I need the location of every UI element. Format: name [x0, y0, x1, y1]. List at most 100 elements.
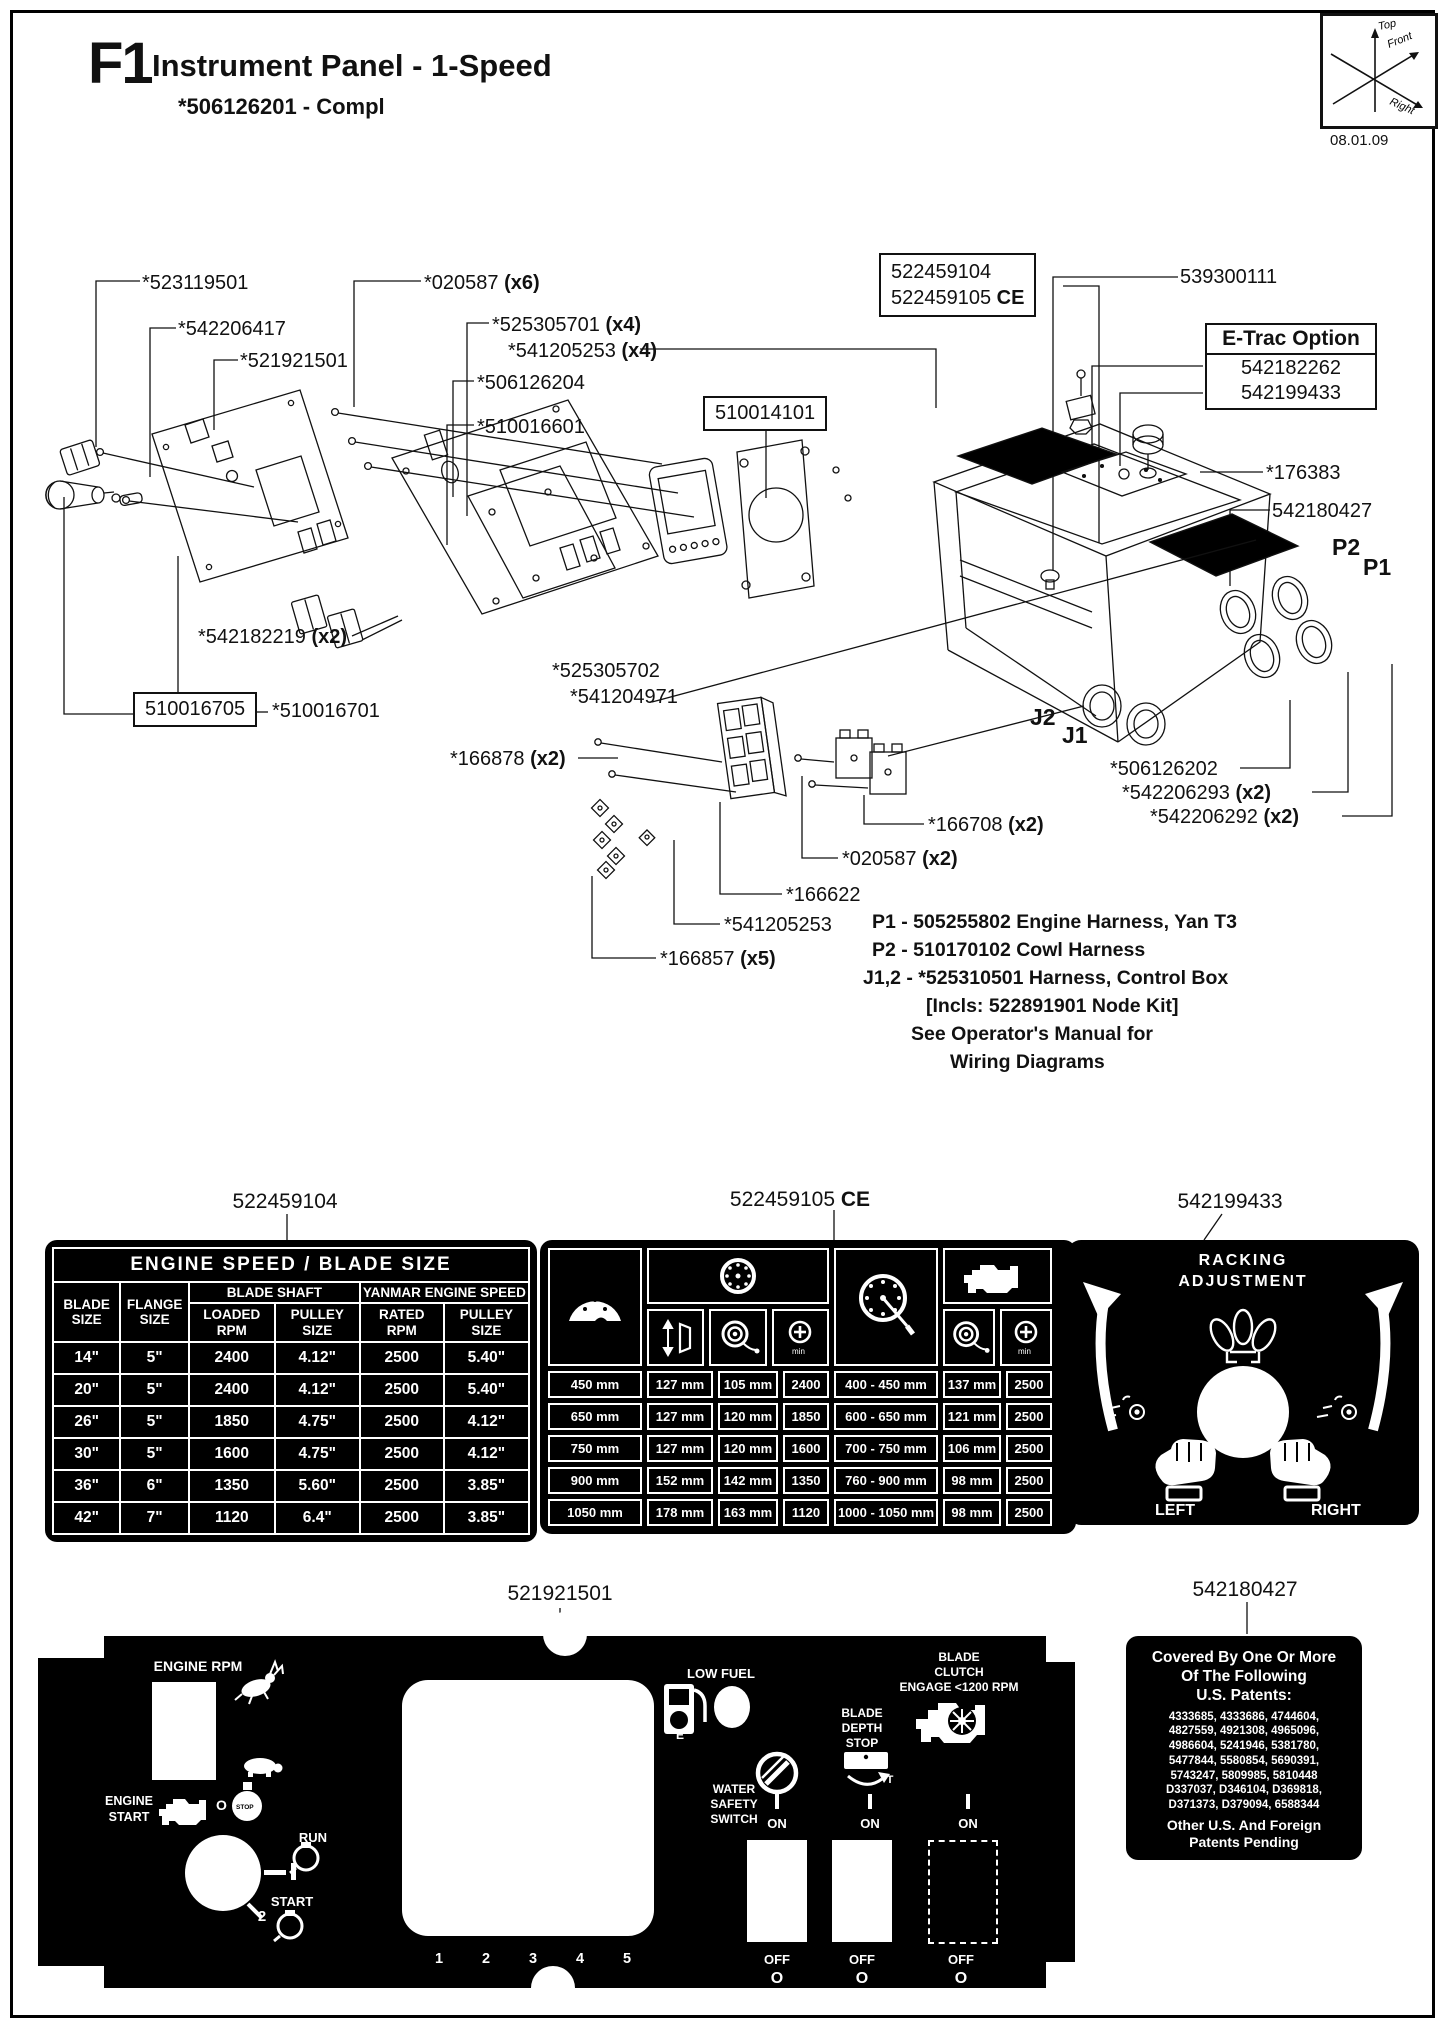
- ce-cell: 450 mm: [548, 1371, 642, 1398]
- callout-166878: *166878 (x2): [450, 748, 566, 770]
- flange-spiral-icon: [943, 1309, 995, 1366]
- callout-176383: *176383: [1266, 462, 1341, 484]
- col-header-pulley-size-2: PULLEY SIZE: [442, 1301, 531, 1344]
- on-mark: [966, 1794, 970, 1809]
- section-label-521921501: 521921501: [507, 1582, 613, 1605]
- harness-note-see-manual: See Operator's Manual for: [911, 1023, 1153, 1045]
- panel-corner-notch: [1046, 1632, 1079, 1662]
- patents-numbers-line: 4333685, 4333686, 4744604,: [1168, 1710, 1320, 1723]
- callout-510014101-box: 510014101: [703, 396, 828, 431]
- fuel-e-mark: E: [675, 1728, 684, 1742]
- racking-right-label: RIGHT: [1311, 1502, 1361, 1519]
- control-panel-decal: O STOP: [34, 1612, 1079, 2010]
- patents-decal: Covered By One Or More Of The Following …: [1126, 1636, 1362, 1860]
- ce-cell: 650 mm: [548, 1403, 642, 1430]
- callout-542206293: *542206293 (x2): [1122, 782, 1272, 804]
- tachometer-icon: [834, 1248, 938, 1366]
- on-label: ON: [767, 1816, 787, 1831]
- panel-corner-notch: [1046, 1962, 1079, 1992]
- harness-note-incls: [Incls: 522891901 Node Kit]: [926, 995, 1179, 1017]
- patents-numbers-line: D337037, D346104, D369818,: [1165, 1784, 1322, 1797]
- patents-numbers-line: 4827559, 4921308, 4965096,: [1168, 1725, 1320, 1738]
- connector-label-p2: P2: [1332, 534, 1361, 560]
- fuel-pump-icon: [664, 1684, 707, 1734]
- orientation-box: Top Front Right: [1320, 13, 1438, 129]
- callout-525305702: *525305702: [552, 660, 660, 682]
- callout-166708: *166708 (x2): [928, 814, 1044, 836]
- blade-depth-switch[interactable]: [832, 1840, 892, 1942]
- col-header-pulley-size-1: PULLEY SIZE: [273, 1301, 361, 1344]
- off-o-mark: O: [770, 1970, 784, 1987]
- blade-clutch-switch[interactable]: [928, 1840, 998, 1944]
- svg-text:Top: Top: [1377, 17, 1397, 32]
- scale-number: 2: [481, 1951, 491, 1967]
- key-switch[interactable]: [185, 1835, 261, 1911]
- scale-number: 1: [434, 1951, 444, 1967]
- patents-footer-line: Other U.S. And Foreign: [1166, 1816, 1322, 1833]
- callout-542182219: *542182219 (x2): [198, 626, 348, 648]
- callout-542206417: *542206417: [178, 318, 286, 340]
- panel-bottom-notch: [531, 1966, 575, 2010]
- racking-left-label: LEFT: [1155, 1502, 1195, 1519]
- col-header-rated-rpm: RATED RPM: [358, 1301, 445, 1344]
- racking-title-line2: ADJUSTMENT: [1178, 1273, 1308, 1290]
- engine-rpm-label: ENGINE RPM: [153, 1658, 243, 1674]
- callout-506126204: *506126204: [477, 372, 585, 394]
- engine-start-icon: [159, 1799, 206, 1825]
- group-header-yanmar: YANMAR ENGINE SPEED: [358, 1281, 531, 1304]
- rpm-min-icon: min: [771, 1309, 829, 1366]
- scale-number: 5: [622, 1951, 632, 1967]
- etrac-option-title: E-Trac Option: [1207, 325, 1375, 355]
- blade-ring-icon: [647, 1248, 829, 1304]
- patents-title-line: U.S. Patents:: [1196, 1686, 1292, 1704]
- section-label-522459104: 522459104: [232, 1190, 338, 1213]
- start-pot-icon: [273, 1910, 304, 1943]
- revision-date: 08.01.09: [1330, 132, 1389, 149]
- run-label: RUN: [298, 1830, 328, 1845]
- turtle-icon: [244, 1758, 283, 1777]
- callout-020587-x2: *020587 (x2): [842, 848, 958, 870]
- on-mark: [775, 1794, 779, 1809]
- connector-label-j1: J1: [1062, 722, 1088, 748]
- patents-numbers-line: D371373, D379094, 6588344: [1168, 1799, 1320, 1812]
- callout-166857: *166857 (x5): [660, 948, 776, 970]
- page-title: Instrument Panel - 1-Speed: [152, 48, 552, 83]
- callout-020587-x6: *020587 (x6): [424, 272, 540, 294]
- harness-note-p1: P1 - 505255802 Engine Harness, Yan T3: [872, 911, 1237, 933]
- callout-542206292: *542206292 (x2): [1150, 806, 1300, 828]
- patents-title-line: Covered By One Or More: [1151, 1649, 1337, 1666]
- etrac-option-box: E-Trac Option 542182262 542199433: [1205, 323, 1377, 410]
- engine-speed-decal: ENGINE SPEED / BLADE SIZE BLADE SIZE FLA…: [45, 1240, 537, 1543]
- col-header-loaded-rpm: LOADED RPM: [187, 1301, 276, 1344]
- callout-541205253: *541205253: [724, 914, 832, 936]
- svg-text:STOP: STOP: [236, 1804, 254, 1811]
- blade-depth-label: BLADE DEPTH STOP: [841, 1706, 883, 1750]
- harness-note-wiring: Wiring Diagrams: [950, 1051, 1105, 1073]
- callout-525305701: *525305701 (x4): [492, 314, 642, 336]
- callout-510016705-box: 510016705: [133, 692, 258, 727]
- on-mark: [868, 1794, 872, 1809]
- page-subtitle: *506126201 - Compl: [178, 94, 385, 119]
- off-label: OFF: [764, 1952, 790, 1967]
- water-safety-switch[interactable]: [747, 1840, 807, 1942]
- off-o-mark: O: [855, 1970, 869, 1987]
- engine-speed-table: ENGINE SPEED / BLADE SIZE BLADE SIZE FLA…: [51, 1247, 531, 1536]
- callout-542180427-diagram: 542180427: [1272, 500, 1373, 522]
- key-off-mark: O: [216, 1797, 227, 1813]
- patents-footer-line: Patents Pending: [1189, 1833, 1299, 1850]
- engine-icon-group: min: [943, 1248, 1052, 1366]
- callout-506126202: *506126202: [1110, 758, 1218, 780]
- callout-521921501: *521921501: [240, 350, 348, 372]
- scale-number: 3: [528, 1951, 538, 1967]
- axes-orientation-icon: Top Front Right: [1330, 17, 1423, 118]
- off-o-mark: O: [954, 1970, 968, 1987]
- section-label-542199433: 542199433: [1177, 1190, 1283, 1213]
- blade-shaft-icon-group: min: [647, 1248, 829, 1366]
- harness-note-j12: J1,2 - *525310501 Harness, Control Box: [863, 967, 1229, 989]
- callout-522459104-105-box: 522459104 522459105 CE: [879, 253, 1037, 317]
